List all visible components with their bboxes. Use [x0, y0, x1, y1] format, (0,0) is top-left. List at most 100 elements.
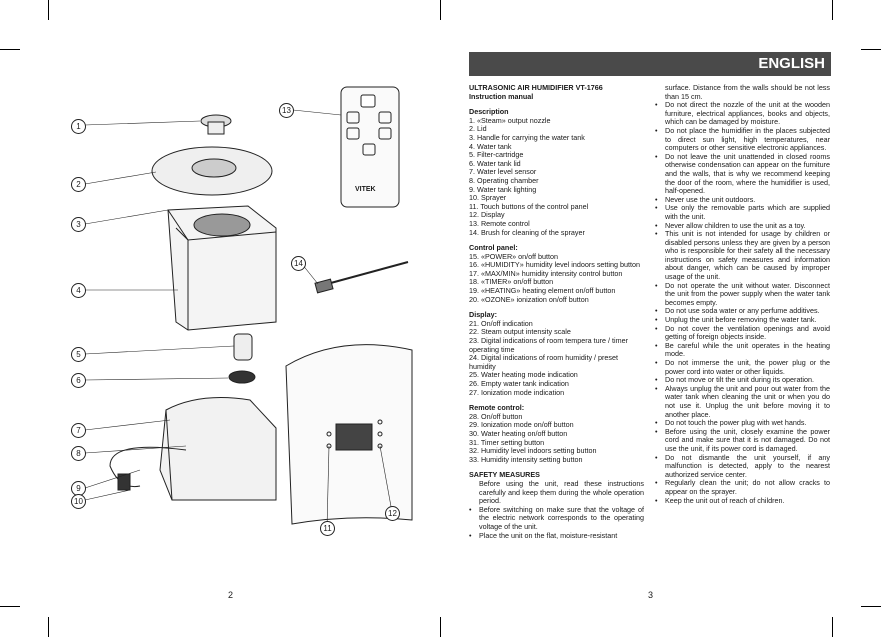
- safety-bullet: Do not touch the power plug with wet han…: [655, 419, 830, 428]
- section-heading: SAFETY MEASURES: [469, 470, 540, 480]
- list-item: 17. «MAX/MIN» humidity intensity control…: [469, 268, 623, 278]
- list-item: 28. On/off button: [469, 411, 523, 421]
- list-item: 26. Empty water tank indication: [469, 379, 569, 388]
- steam-nozzle-body: [207, 121, 225, 135]
- crop-mark: [832, 617, 833, 637]
- list-item: 29. Ionization mode on/off button: [469, 420, 574, 430]
- page-number-left: 2: [228, 590, 234, 600]
- crop-mark: [861, 606, 881, 607]
- text-column-left: ULTRASONIC AIR HUMIDIFIER VT-1766 Instru…: [469, 83, 644, 541]
- water-tank-lid: [228, 370, 256, 384]
- safety-bullet: Never use the unit outdoors.: [655, 195, 830, 205]
- list-item: 30. Water heating on/off button: [469, 428, 568, 438]
- section-heading: Description: [469, 107, 509, 117]
- list-item: 27. Ionization mode indication: [469, 387, 565, 397]
- safety-bullet: Do not use soda water or any perfume add…: [655, 307, 830, 316]
- power-plug: [117, 473, 131, 491]
- list-item: 9. Water tank lighting: [469, 184, 537, 194]
- section-heading: Display:: [469, 310, 497, 320]
- crop-mark: [48, 0, 49, 20]
- list-item: 23. Digital indications of room tempera …: [469, 336, 628, 354]
- safety-bullet: Keep the unit out of reach of children.: [655, 496, 830, 506]
- safety-bullet: Never allow children to use the unit as …: [655, 221, 830, 231]
- list-item: 33. Humidity intensity setting button: [469, 454, 583, 464]
- list-item: 20. «OZONE» ionization on/off button: [469, 294, 589, 304]
- callout-2: 2: [71, 177, 86, 192]
- crop-mark: [0, 49, 20, 50]
- crop-mark: [832, 0, 833, 20]
- list-item: 32. Humidity level indoors setting butto…: [469, 446, 597, 456]
- section-heading: Remote control:: [469, 403, 525, 413]
- safety-bullet: Always unplug the unit and pour out wate…: [655, 384, 830, 419]
- list-item: 19. «HEATING» heating element on/off but…: [469, 286, 616, 296]
- callout-10: 10: [71, 494, 86, 509]
- crop-mark: [440, 0, 441, 20]
- safety-bullet: Do not immerse the unit, the power plug …: [655, 358, 830, 376]
- crop-mark: [861, 49, 881, 50]
- list-item: 21. On/off indication: [469, 318, 533, 328]
- safety-bullet: Before switching on make sure that the v…: [469, 505, 644, 532]
- safety-bullet: This unit is not intended for usage by c…: [655, 229, 830, 282]
- remote-control: [340, 86, 400, 208]
- safety-bullet: Before using the unit, closely examine t…: [655, 427, 830, 454]
- continued-text: surface. Distance from the walls should …: [665, 83, 830, 101]
- base-unit: [159, 397, 277, 501]
- list-item: 16. «HUMIDITY» humidity level indoors se…: [469, 260, 640, 270]
- crop-mark: [440, 617, 441, 637]
- list-item: 1. «Steam» output nozzle: [469, 115, 551, 125]
- display-window: [335, 423, 373, 451]
- safety-bullet: Be careful while the unit operates in th…: [655, 341, 830, 359]
- filter-cartridge: [233, 333, 253, 361]
- list-item: 14. Brush for cleaning of the sprayer: [469, 227, 585, 237]
- safety-bullet: Unplug the unit before removing the wate…: [655, 315, 830, 325]
- list-item: 15. «POWER» on/off button: [469, 251, 558, 261]
- callout-11: 11: [320, 521, 335, 536]
- callout-13: 13: [279, 103, 294, 118]
- callout-8: 8: [71, 446, 86, 461]
- safety-bullet: Do not operate the unit without water. D…: [655, 281, 830, 308]
- list-item: 11. Touch buttons of the control panel: [469, 201, 589, 211]
- callout-1: 1: [71, 119, 86, 134]
- safety-bullet: Do not cover the ventilation openings an…: [655, 324, 830, 342]
- remote-brand-logo: VITEK: [355, 186, 376, 193]
- manual-subtitle: Instruction manual: [469, 91, 534, 101]
- safety-bullet: Do not direct the nozzle of the unit at …: [655, 100, 830, 127]
- safety-bullet: Do not place the humidifier in the place…: [655, 126, 830, 153]
- list-item: 12. Display: [469, 210, 505, 220]
- list-item: 31. Timer setting button: [469, 437, 545, 447]
- section-heading: Control panel:: [469, 243, 518, 253]
- safety-bullet: Regularly clean the unit; do not allow c…: [655, 478, 830, 496]
- list-item: 4. Water tank: [469, 141, 512, 151]
- language-banner: ENGLISH: [469, 52, 831, 76]
- callout-9: 9: [71, 481, 86, 496]
- safety-bullet: Place the unit on the flat, moisture-res…: [469, 531, 644, 541]
- safety-intro: Before using the unit, read these instru…: [479, 478, 644, 506]
- list-item: 18. «TIMER» on/off button: [469, 277, 554, 287]
- list-item: 6. Water tank lid: [469, 158, 521, 168]
- callout-4: 4: [71, 283, 86, 298]
- list-item: 13. Remote control: [469, 218, 530, 228]
- callout-14: 14: [291, 256, 306, 271]
- callout-5: 5: [71, 347, 86, 362]
- list-item: 3. Handle for carrying the water tank: [469, 132, 585, 142]
- crop-mark: [48, 617, 49, 637]
- safety-bullet: Use only the removable parts which are s…: [655, 203, 830, 221]
- page-number-right: 3: [648, 590, 654, 600]
- list-item: 5. Filter-cartridge: [469, 150, 524, 160]
- list-item: 8. Operating chamber: [469, 175, 539, 185]
- callout-3: 3: [71, 217, 86, 232]
- list-item: 25. Water heating mode indication: [469, 370, 578, 380]
- text-column-right: surface. Distance from the walls should …: [655, 83, 830, 506]
- list-item: 24. Digital indications of room humidity…: [469, 353, 619, 371]
- list-item: 7. Water level sensor: [469, 167, 537, 177]
- callout-12: 12: [385, 506, 400, 521]
- safety-bullet: Do not dismantle the unit yourself, if a…: [655, 453, 830, 480]
- safety-bullet: Do not leave the unit unattended in clos…: [655, 152, 830, 196]
- list-item: 10. Sprayer: [469, 193, 507, 203]
- list-item: 22. Steam output intensity scale: [469, 327, 571, 337]
- list-item: 2. Lid: [469, 124, 487, 134]
- callout-6: 6: [71, 373, 86, 388]
- callout-7: 7: [71, 423, 86, 438]
- exploded-view-illustration: [84, 86, 413, 529]
- safety-bullet: Do not move or tilt the unit during its …: [655, 376, 830, 385]
